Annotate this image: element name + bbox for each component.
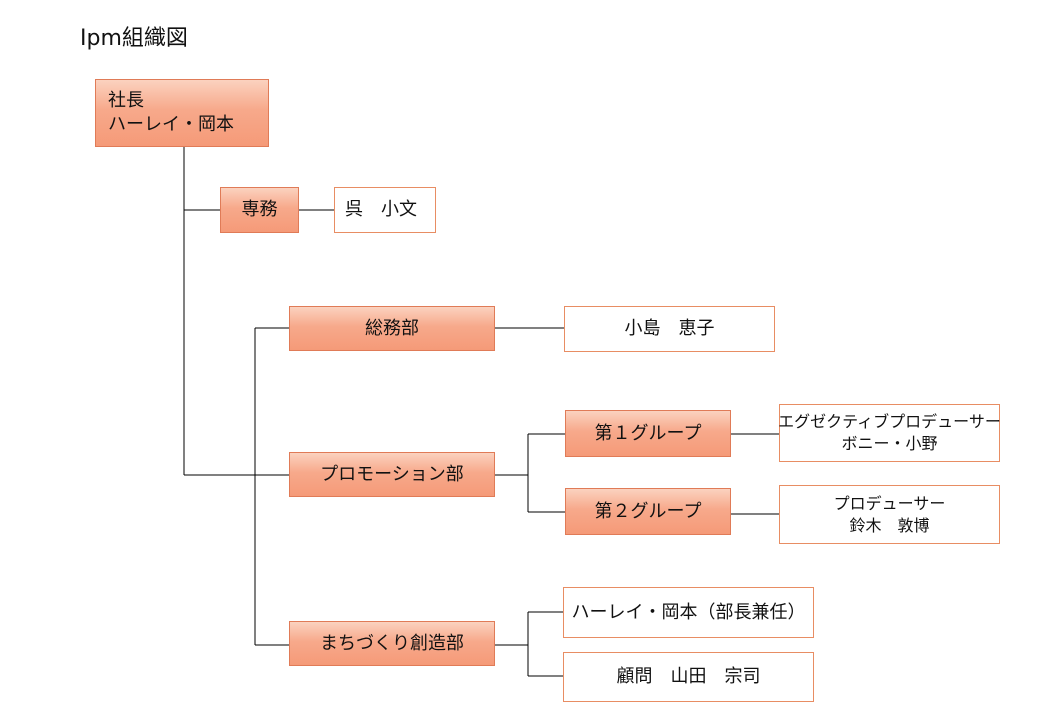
chart-title: Ipm組織図: [80, 26, 188, 51]
node-group1-person: エグゼクティブプロデューサー ボニー・小野: [778, 404, 1001, 462]
node-president-name: ハーレイ・岡本: [108, 114, 234, 135]
node-group1: 第１グループ: [565, 410, 731, 457]
node-senmu: 専務: [220, 187, 299, 233]
node-senmu-person: 呉 小文: [334, 187, 436, 233]
node-machi: まちづくり創造部: [289, 621, 495, 666]
node-group2-person-name: 鈴木 敦博: [849, 515, 930, 535]
node-promotion: プロモーション部: [289, 452, 495, 497]
node-promotion-label: プロモーション部: [320, 463, 464, 485]
node-soumu-person-name: 小島 恵子: [624, 318, 715, 339]
node-soumu-person: 小島 恵子: [564, 306, 775, 352]
node-group1-person-title: エグゼクティブプロデューサー: [778, 412, 1001, 431]
node-president-role: 社長: [108, 90, 144, 111]
node-group2-person-title: プロデューサー: [833, 493, 946, 513]
node-group2: 第２グループ: [565, 488, 731, 535]
node-machi-label: まちづくり創造部: [320, 632, 464, 654]
node-machi-person2-name: 顧問 山田 宗司: [616, 666, 761, 687]
node-president: 社長 ハーレイ・岡本: [95, 79, 269, 147]
node-group1-label: 第１グループ: [594, 422, 702, 444]
node-senmu-person-name: 呉 小文: [345, 199, 417, 220]
node-machi-person1: ハーレイ・岡本（部長兼任）: [563, 587, 814, 638]
node-machi-person1-name: ハーレイ・岡本（部長兼任）: [571, 601, 806, 623]
node-group1-person-name: ボニー・小野: [841, 434, 938, 453]
node-soumu: 総務部: [289, 306, 495, 351]
node-group2-label: 第２グループ: [594, 500, 702, 522]
node-machi-person2: 顧問 山田 宗司: [563, 652, 814, 702]
node-senmu-label: 専務: [241, 199, 278, 220]
node-group2-person: プロデューサー 鈴木 敦博: [779, 485, 1000, 544]
node-soumu-label: 総務部: [365, 317, 419, 339]
